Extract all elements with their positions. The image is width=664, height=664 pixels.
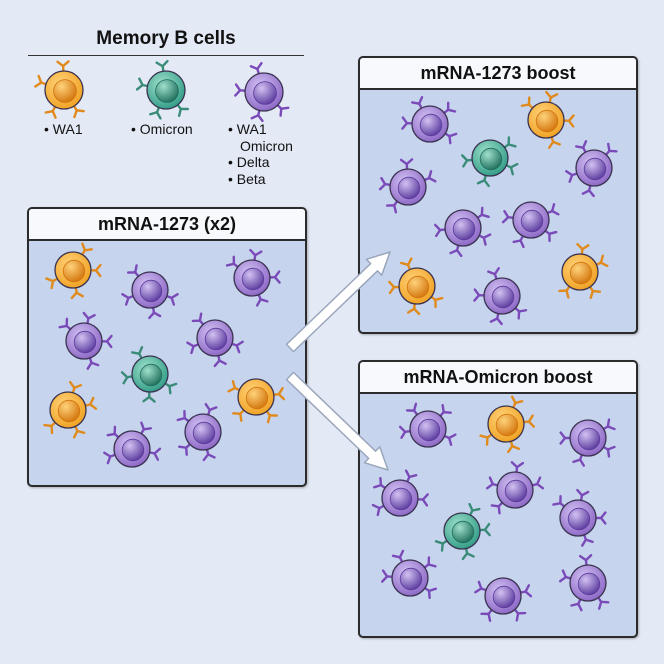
panel-1273-boost-title: mRNA-1273 boost xyxy=(360,58,636,90)
wa1-b-cell xyxy=(520,90,575,149)
cross-reactive-b-cell xyxy=(558,554,610,612)
legend-omicron-b-cell xyxy=(135,59,190,120)
legend-label-cross-reactive: • WA1 Omicron • Delta • Beta xyxy=(228,121,293,187)
cross-reactive-b-cell xyxy=(501,201,560,249)
legend-label-wa1: • WA1 xyxy=(44,121,83,137)
cross-reactive-b-cell xyxy=(225,248,281,307)
cross-reactive-b-cell xyxy=(186,312,244,368)
cross-reactive-b-cell xyxy=(176,402,222,462)
cross-reactive-b-cell xyxy=(485,461,545,515)
arrow-to-omicron-boost xyxy=(285,371,389,471)
wa1-b-cell xyxy=(388,257,444,316)
cross-reactive-b-cell xyxy=(398,402,457,448)
cross-reactive-b-cell xyxy=(58,311,113,370)
omicron-b-cell xyxy=(434,502,491,561)
wa1-b-cell xyxy=(45,242,102,300)
panel-primary-title: mRNA-1273 (x2) xyxy=(29,209,305,241)
legend-line-beta: • Beta xyxy=(228,170,266,187)
cross-reactive-b-cell xyxy=(103,421,162,468)
legend-wa1-b-cell xyxy=(34,60,85,119)
legend-cross-reactive-b-cell xyxy=(234,61,290,123)
cross-reactive-b-cell xyxy=(371,469,429,517)
cross-reactive-b-cell xyxy=(381,549,437,600)
cross-reactive-b-cell xyxy=(378,158,437,214)
panel-omicron-boost-title: mRNA-Omicron boost xyxy=(360,362,636,394)
cross-reactive-b-cell xyxy=(559,418,616,467)
legend-title: Memory B cells xyxy=(96,28,236,49)
arrow-to-1273-boost xyxy=(285,251,391,353)
omicron-b-cell xyxy=(460,136,519,188)
legend-divider xyxy=(28,55,304,56)
cross-reactive-b-cell xyxy=(401,96,458,145)
cross-reactive-b-cell xyxy=(552,488,607,547)
legend-line-wa1: • WA1 xyxy=(228,121,267,137)
wa1-b-cell xyxy=(227,378,286,424)
omicron-b-cell xyxy=(120,346,178,403)
legend-label-omicron: • Omicron xyxy=(131,121,193,137)
cross-reactive-b-cell xyxy=(434,206,492,258)
cross-reactive-b-cell xyxy=(473,267,528,326)
cross-reactive-b-cell xyxy=(121,264,179,320)
legend-line-delta: • Delta xyxy=(228,154,270,170)
legend-line-omicron: Omicron xyxy=(240,137,293,154)
cross-reactive-b-cell xyxy=(565,140,618,198)
wa1-b-cell xyxy=(479,395,536,454)
cross-reactive-b-cell xyxy=(474,577,533,622)
wa1-b-cell xyxy=(43,380,98,439)
wa1-b-cell xyxy=(558,242,609,299)
